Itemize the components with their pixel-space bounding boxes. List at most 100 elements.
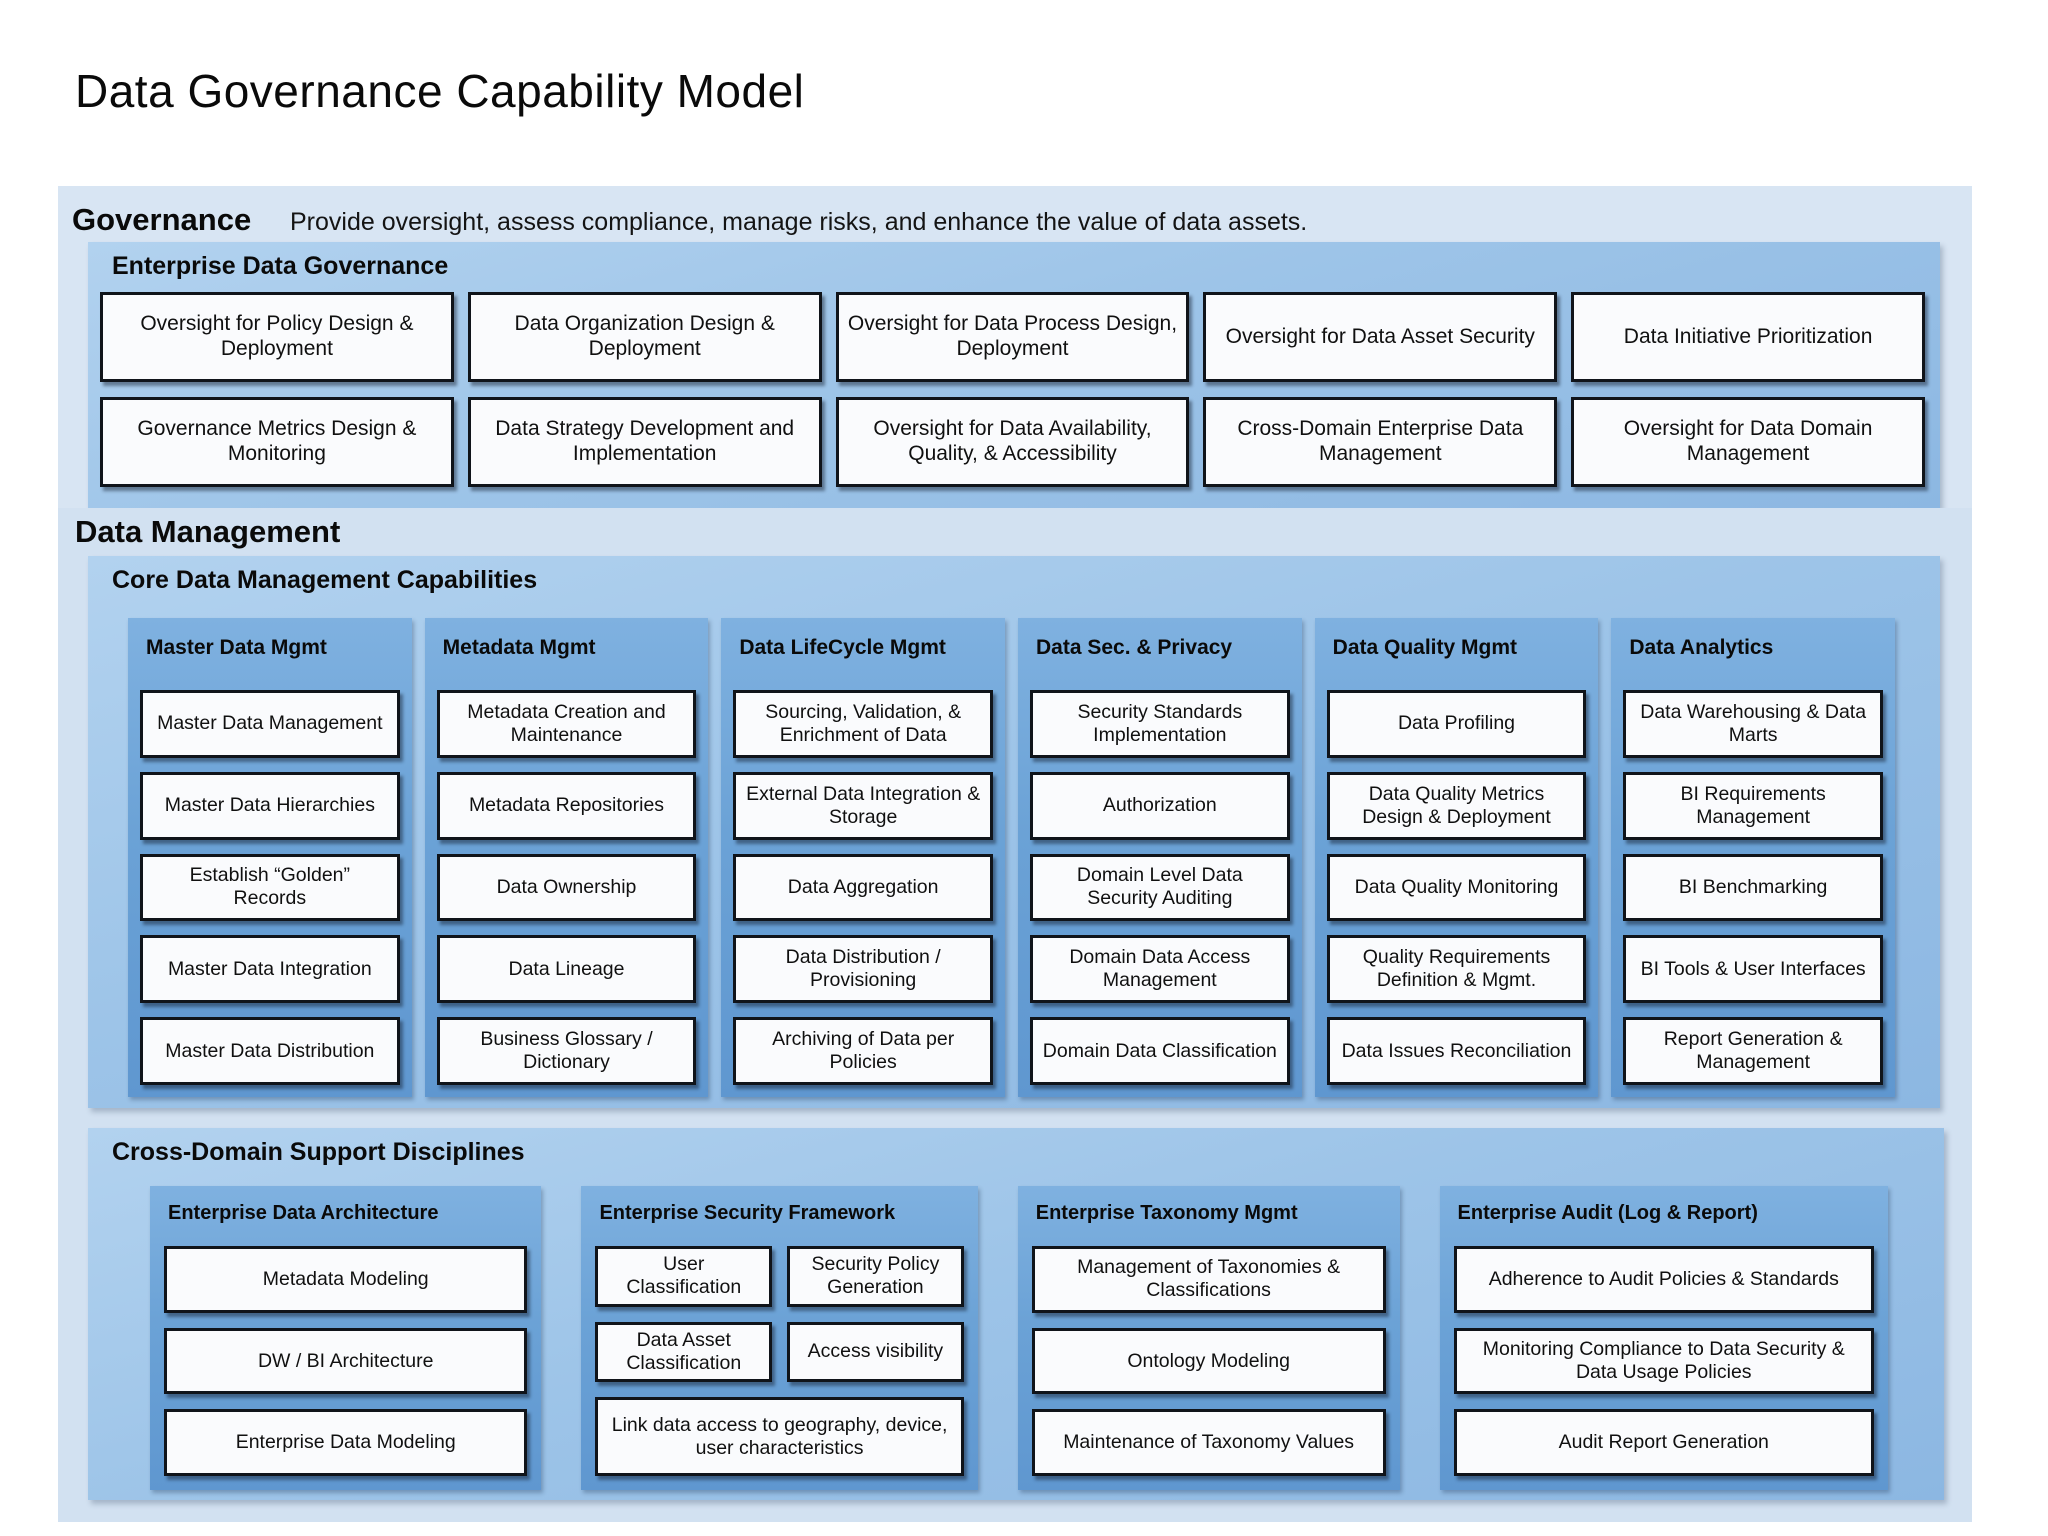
column-data-lifecycle-mgmt: Data LifeCycle Mgmt Sourcing, Validation…: [721, 618, 1005, 1097]
enterprise-data-governance-panel: Enterprise Data Governance Oversight for…: [88, 242, 1940, 508]
edg-row-1: Oversight for Policy Design & Deployment…: [100, 292, 1925, 382]
group-header: Enterprise Security Framework: [599, 1202, 896, 1224]
capability-box: Data Asset Classification: [595, 1321, 773, 1383]
column-data-analytics: Data Analytics Data Warehousing & Data M…: [1611, 618, 1895, 1097]
page-title: Data Governance Capability Model: [75, 65, 805, 117]
capability-box: Oversight for Data Availability, Quality…: [835, 397, 1190, 487]
capability-box: Security Standards Implementation: [1029, 690, 1290, 758]
column-items: Data Profiling Data Quality Metrics Desi…: [1326, 690, 1587, 1085]
capability-box: Monitoring Compliance to Data Security &…: [1453, 1327, 1874, 1395]
capability-box: External Data Integration & Storage: [733, 771, 993, 840]
enterprise-data-governance-rows: Oversight for Policy Design & Deployment…: [100, 292, 1925, 487]
core-capabilities-panel: Core Data Management Capabilities Master…: [88, 556, 1940, 1108]
group-header: Enterprise Data Architecture: [168, 1202, 439, 1224]
column-header: Master Data Mgmt: [146, 636, 327, 659]
edg-row-2: Governance Metrics Design & Monitoring D…: [100, 397, 1925, 487]
column-metadata-mgmt: Metadata Mgmt Metadata Creation and Main…: [424, 618, 709, 1097]
group-header: Enterprise Audit (Log & Report): [1457, 1202, 1758, 1224]
capability-box: Data Aggregation: [733, 853, 993, 922]
capability-box: Data Strategy Development and Implementa…: [467, 397, 822, 487]
capability-box: Metadata Modeling: [164, 1246, 528, 1313]
group-items: Adherence to Audit Policies & Standards …: [1453, 1246, 1874, 1477]
capability-box: Domain Data Access Management: [1029, 935, 1290, 1004]
capability-box: Link data access to geography, device, u…: [595, 1397, 964, 1476]
column-items: Sourcing, Validation, & Enrichment of Da…: [733, 690, 993, 1085]
governance-band: Governance Provide oversight, assess com…: [58, 186, 1972, 508]
governance-description: Provide oversight, assess compliance, ma…: [290, 208, 1308, 236]
capability-box: Data Ownership: [436, 853, 697, 922]
capability-box: BI Requirements Management: [1623, 771, 1883, 840]
cross-domain-panel: Cross-Domain Support Disciplines Enterpr…: [88, 1128, 1944, 1500]
capability-box: Security Policy Generation: [787, 1246, 964, 1307]
group-enterprise-data-architecture: Enterprise Data Architecture Metadata Mo…: [150, 1186, 542, 1490]
capability-box: Data Quality Metrics Design & Deployment: [1326, 771, 1587, 840]
capability-box: BI Benchmarking: [1623, 853, 1883, 922]
capability-box: Metadata Creation and Maintenance: [436, 690, 697, 758]
capability-box: Enterprise Data Modeling: [164, 1409, 528, 1477]
group-enterprise-audit: Enterprise Audit (Log & Report) Adherenc…: [1439, 1186, 1888, 1490]
column-header: Data LifeCycle Mgmt: [739, 636, 946, 659]
capability-box: Governance Metrics Design & Monitoring: [100, 397, 454, 487]
data-management-band: Data Management Core Data Management Cap…: [58, 508, 1972, 1522]
column-items: Metadata Creation and Maintenance Metada…: [436, 690, 697, 1085]
capability-box: Master Data Hierarchies: [140, 771, 400, 840]
capability-box: Oversight for Data Process Design, Deplo…: [835, 292, 1190, 382]
capability-box: Oversight for Data Domain Management: [1571, 397, 1925, 487]
capability-box: Data Issues Reconciliation: [1326, 1017, 1587, 1085]
core-capabilities-title: Core Data Management Capabilities: [112, 566, 538, 594]
capability-box: Data Organization Design & Deployment: [467, 292, 822, 382]
capability-box: Data Profiling: [1326, 690, 1587, 758]
capability-box: Data Distribution / Provisioning: [733, 935, 993, 1004]
group-items: Management of Taxonomies & Classificatio…: [1031, 1246, 1386, 1477]
group-items: User Classification Security Policy Gene…: [595, 1246, 964, 1476]
capability-box: Cross-Domain Enterprise Data Management: [1203, 397, 1558, 487]
security-framework-grid: User Classification Security Policy Gene…: [595, 1246, 964, 1383]
cross-domain-groups: Enterprise Data Architecture Metadata Mo…: [150, 1186, 1888, 1490]
capability-box: Establish “Golden” Records: [140, 853, 400, 922]
group-items: Metadata Modeling DW / BI Architecture E…: [164, 1246, 528, 1477]
column-header: Data Quality Mgmt: [1332, 636, 1518, 659]
core-capability-columns: Master Data Mgmt Master Data Management …: [128, 618, 1895, 1097]
capability-box: Domain Level Data Security Auditing: [1029, 853, 1290, 922]
capability-box: Domain Data Classification: [1029, 1017, 1290, 1085]
enterprise-data-governance-title: Enterprise Data Governance: [112, 252, 449, 280]
group-header: Enterprise Taxonomy Mgmt: [1035, 1202, 1298, 1224]
capability-box: Audit Report Generation: [1453, 1409, 1874, 1477]
cross-domain-title: Cross-Domain Support Disciplines: [112, 1138, 525, 1166]
capability-box: Archiving of Data per Policies: [733, 1017, 993, 1085]
column-header: Data Sec. & Privacy: [1035, 636, 1233, 659]
capability-box: BI Tools & User Interfaces: [1623, 935, 1883, 1004]
column-master-data-mgmt: Master Data Mgmt Master Data Management …: [128, 618, 412, 1097]
capability-box: Metadata Repositories: [436, 771, 697, 840]
capability-box: Authorization: [1029, 771, 1290, 840]
group-enterprise-taxonomy-mgmt: Enterprise Taxonomy Mgmt Management of T…: [1017, 1186, 1400, 1490]
capability-box: Ontology Modeling: [1031, 1327, 1386, 1395]
column-items: Security Standards Implementation Author…: [1029, 690, 1290, 1085]
column-items: Data Warehousing & Data Marts BI Require…: [1623, 690, 1883, 1085]
governance-label: Governance: [72, 202, 252, 237]
capability-box: Data Quality Monitoring: [1326, 853, 1587, 922]
capability-box: User Classification: [595, 1246, 773, 1307]
capability-box: Adherence to Audit Policies & Standards: [1453, 1246, 1874, 1313]
column-header: Data Analytics: [1629, 636, 1774, 659]
capability-box: Data Warehousing & Data Marts: [1623, 690, 1883, 758]
capability-box: DW / BI Architecture: [164, 1327, 528, 1395]
column-header: Metadata Mgmt: [442, 636, 596, 659]
column-items: Master Data Management Master Data Hiera…: [140, 690, 400, 1085]
capability-box: Master Data Integration: [140, 935, 400, 1004]
capability-box: Master Data Distribution: [140, 1017, 400, 1085]
capability-box: Data Initiative Prioritization: [1571, 292, 1925, 382]
capability-box: Oversight for Policy Design & Deployment: [100, 292, 454, 382]
capability-box: Quality Requirements Definition & Mgmt.: [1326, 935, 1587, 1004]
column-data-quality-mgmt: Data Quality Mgmt Data Profiling Data Qu…: [1314, 618, 1599, 1097]
capability-box: Sourcing, Validation, & Enrichment of Da…: [733, 690, 993, 758]
capability-box: Master Data Management: [140, 690, 400, 758]
data-management-label: Data Management: [75, 514, 341, 549]
group-enterprise-security-framework: Enterprise Security Framework User Class…: [581, 1186, 978, 1490]
capability-box: Access visibility: [787, 1321, 964, 1383]
capability-box: Report Generation & Management: [1623, 1017, 1883, 1085]
capability-box: Data Lineage: [436, 935, 697, 1004]
capability-box: Oversight for Data Asset Security: [1203, 292, 1558, 382]
capability-box: Maintenance of Taxonomy Values: [1031, 1409, 1386, 1477]
